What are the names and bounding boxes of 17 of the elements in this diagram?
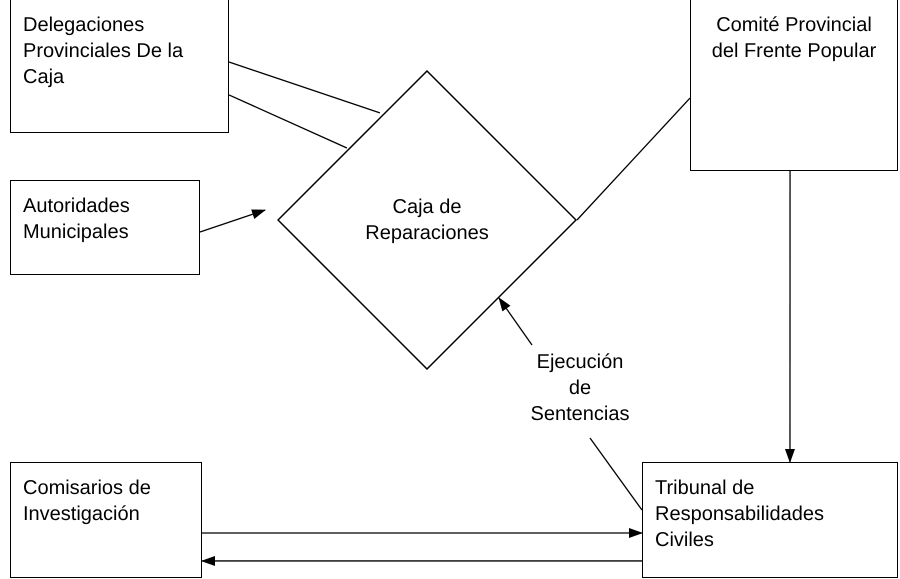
node-label: Autoridades Municipales (23, 194, 131, 245)
node-label: Delegaciones Provinciales De la Caja (23, 13, 184, 90)
node-label: Caja de Reparaciones (365, 195, 489, 246)
process-box (642, 462, 898, 578)
arrow (202, 528, 643, 538)
node-label: Tribunal de Responsabilidades Civiles (655, 476, 826, 553)
process-box (10, 462, 202, 578)
arrow (784, 171, 795, 463)
node-label: Comisarios de Investigación (23, 476, 152, 527)
process-box (690, 0, 898, 171)
arrow (200, 209, 266, 233)
arrow (498, 297, 533, 346)
node-label: Comité Provincial del Frente Popular (710, 13, 878, 64)
node-label: Ejecución de Sentencias (530, 350, 630, 426)
arrow (201, 556, 642, 566)
process-box (10, 0, 229, 133)
process-box (10, 180, 200, 275)
